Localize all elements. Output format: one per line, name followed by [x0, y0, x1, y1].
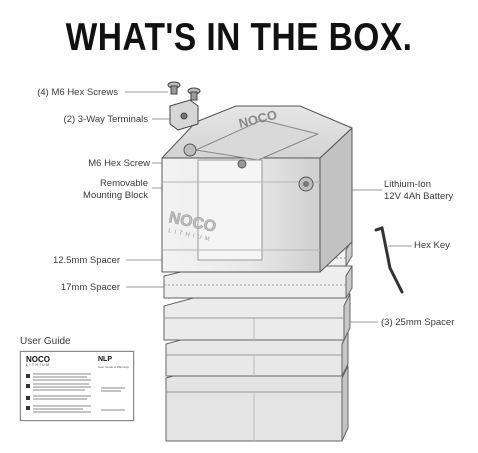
- hex-screws: [167, 81, 201, 101]
- guide-model: NLP: [98, 356, 112, 363]
- label-battery-1: Lithium-Ion: [384, 179, 431, 190]
- spacer-25mm-2: [165, 331, 349, 377]
- label-spacer-12-5mm: 12.5mm Spacer: [52, 255, 120, 266]
- label-spacer-25mm: (3) 25mm Spacer: [381, 317, 455, 328]
- label-spacer-17mm: 17mm Spacer: [60, 282, 120, 293]
- user-guide-document: NOCO LITHIUM NLP User Guide & Warranty: [20, 351, 134, 421]
- spacer-25mm-3: [165, 365, 349, 442]
- spacer-25mm-1: [163, 293, 351, 341]
- hex-key: [374, 226, 404, 294]
- label-mount-block-1: Removable: [99, 178, 148, 189]
- guide-sub: LITHIUM: [26, 363, 51, 367]
- battery: NOCO NOCO LITHIUM: [161, 105, 353, 273]
- label-hex-key: Hex Key: [414, 240, 450, 251]
- label-m6-screw: M6 Hex Screw: [88, 158, 150, 169]
- label-terminals: (2) 3-Way Terminals: [63, 114, 148, 125]
- spacer-17mm: [163, 265, 353, 299]
- label-mount-block-2: Mounting Block: [83, 190, 148, 201]
- guide-text-lines: [26, 373, 125, 413]
- label-hex-screws: (4) M6 Hex Screws: [37, 87, 118, 98]
- three-way-terminal: [169, 99, 199, 131]
- label-user-guide: User Guide: [20, 336, 71, 347]
- label-battery-2: 12V 4Ah Battery: [384, 191, 454, 202]
- guide-brand: NOCO: [26, 355, 50, 364]
- guide-caption: User Guide & Warranty: [98, 365, 129, 369]
- page-title: WHAT'S IN THE BOX.: [65, 16, 413, 59]
